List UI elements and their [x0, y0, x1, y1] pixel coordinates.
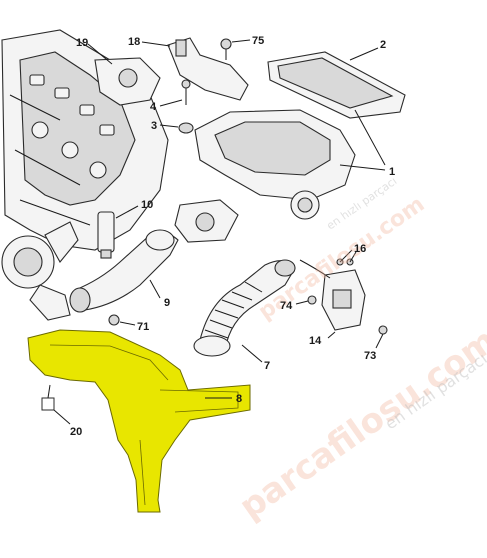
part-19-heat-shield [87, 43, 161, 106]
callout-4: 4 [150, 101, 157, 113]
part-4-and-3-fasteners [159, 79, 194, 134]
callout-19: 19 [76, 37, 88, 49]
callout-18: 18 [128, 36, 140, 48]
part-2-air-filter [267, 47, 406, 119]
part-73-bolt [375, 325, 388, 349]
turbocharger [1, 221, 79, 321]
part-71-bolt [108, 314, 136, 326]
callout-7: 7 [264, 360, 270, 372]
callout-9: 9 [164, 297, 170, 309]
part-9-intake-hose [69, 229, 179, 313]
callout-74: 74 [280, 300, 293, 312]
callout-73: 73 [364, 350, 376, 362]
part-20-clip [41, 384, 71, 425]
part-75-bolt [220, 38, 251, 60]
callout-1: 1 [389, 166, 395, 178]
callout-14: 14 [309, 335, 322, 347]
callout-16: 16 [354, 243, 366, 255]
maf-sensor [174, 199, 239, 243]
part-7-corrugated-hose [193, 259, 296, 363]
part-8-air-intake-duct [27, 329, 251, 513]
part-10-sensor [97, 205, 139, 259]
callout-3: 3 [151, 120, 157, 132]
callout-20: 20 [70, 426, 82, 438]
watermark-brand: parcafilosu.com [232, 320, 487, 527]
callout-10: 10 [141, 199, 153, 211]
callout-2: 2 [380, 39, 386, 51]
callout-71: 71 [137, 321, 149, 333]
callout-75: 75 [252, 35, 264, 47]
part-74-bolt [295, 295, 317, 305]
callout-8: 8 [236, 393, 242, 405]
part-18-bracket [141, 37, 249, 101]
part-1-air-filter-housing [194, 109, 386, 220]
part-16-14-bracket-assembly [299, 249, 366, 339]
